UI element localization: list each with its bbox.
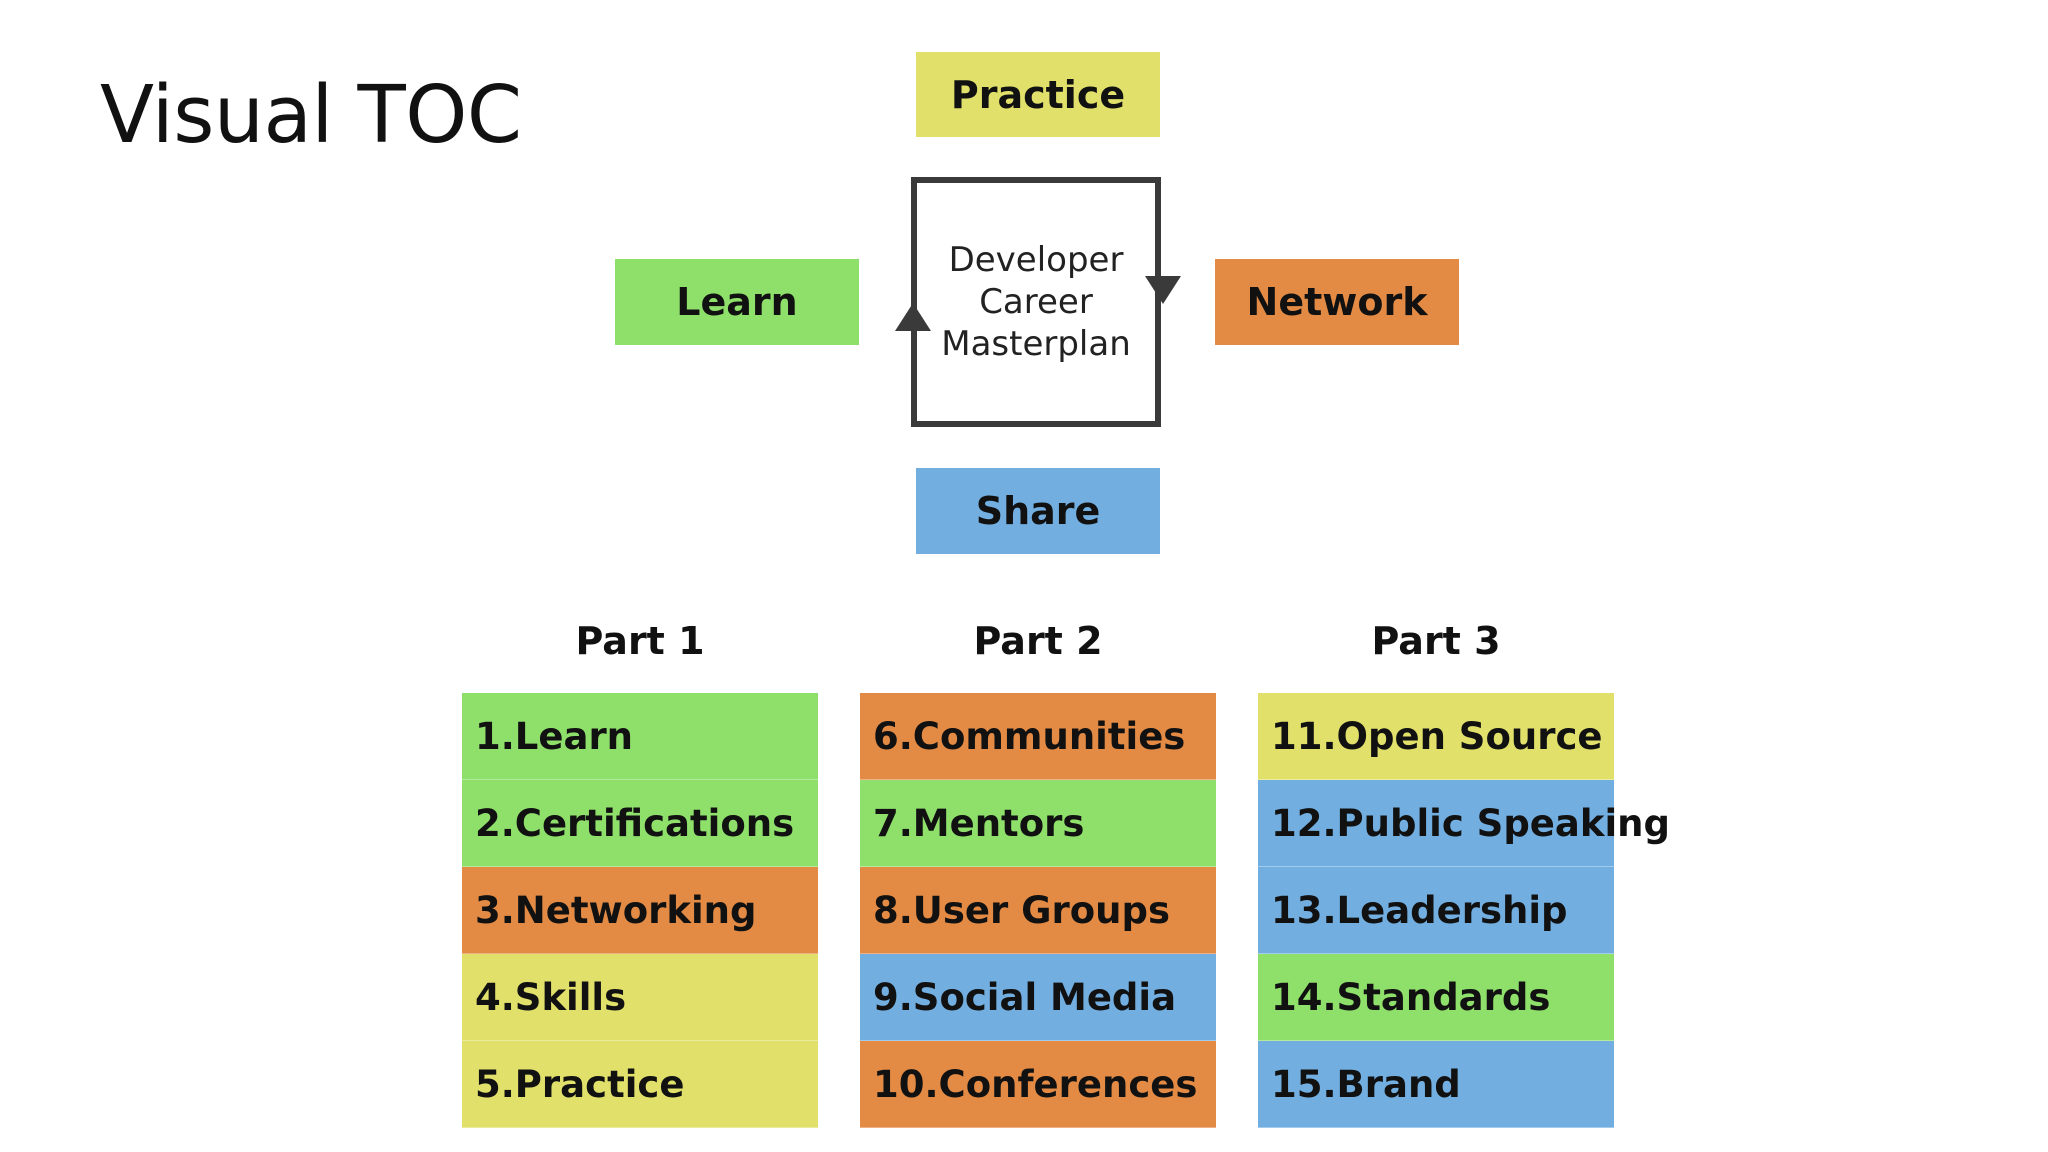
part-1-column: 1.Learn 2.Certifications 3.Networking 4.… — [462, 693, 818, 1128]
cycle-practice-box: Practice — [916, 52, 1160, 137]
career-masterplan-text: Developer Career Masterplan — [936, 239, 1136, 365]
toc-item-10: 10.Conferences — [860, 1041, 1216, 1128]
center-line-masterplan: Masterplan — [941, 324, 1131, 364]
toc-item-5: 5.Practice — [462, 1041, 818, 1128]
toc-item-6: 6.Communities — [860, 693, 1216, 780]
toc-item-9: 9.Social Media — [860, 954, 1216, 1041]
cycle-learn-box: Learn — [615, 259, 859, 345]
toc-item-8: 8.User Groups — [860, 867, 1216, 954]
career-masterplan-box: Developer Career Masterplan — [911, 177, 1161, 427]
toc-item-12: 12.Public Speaking — [1258, 780, 1670, 867]
toc-item-14: 14.Standards — [1258, 954, 1614, 1041]
center-line-career: Career — [979, 282, 1093, 322]
cycle-share-box: Share — [916, 468, 1160, 554]
slide-title: Visual TOC — [100, 69, 522, 161]
part-1-heading: Part 1 — [575, 619, 705, 663]
toc-item-2: 2.Certifications — [462, 780, 818, 867]
toc-item-11: 11.Open Source — [1258, 693, 1614, 780]
cycle-network-box: Network — [1215, 259, 1459, 345]
part-2-heading: Part 2 — [973, 619, 1103, 663]
toc-item-7: 7.Mentors — [860, 780, 1216, 867]
part-3-column: 11.Open Source 12.Public Speaking 13.Lea… — [1258, 693, 1670, 1128]
part-3-heading: Part 3 — [1371, 619, 1501, 663]
down-arrow-icon — [1145, 276, 1181, 304]
toc-item-4: 4.Skills — [462, 954, 818, 1041]
toc-item-1: 1.Learn — [462, 693, 818, 780]
center-line-developer: Developer — [948, 240, 1124, 280]
part-2-column: 6.Communities 7.Mentors 8.User Groups 9.… — [860, 693, 1216, 1128]
up-arrow-icon — [895, 303, 931, 331]
toc-item-13: 13.Leadership — [1258, 867, 1614, 954]
toc-item-15: 15.Brand — [1258, 1041, 1614, 1128]
toc-item-3: 3.Networking — [462, 867, 818, 954]
